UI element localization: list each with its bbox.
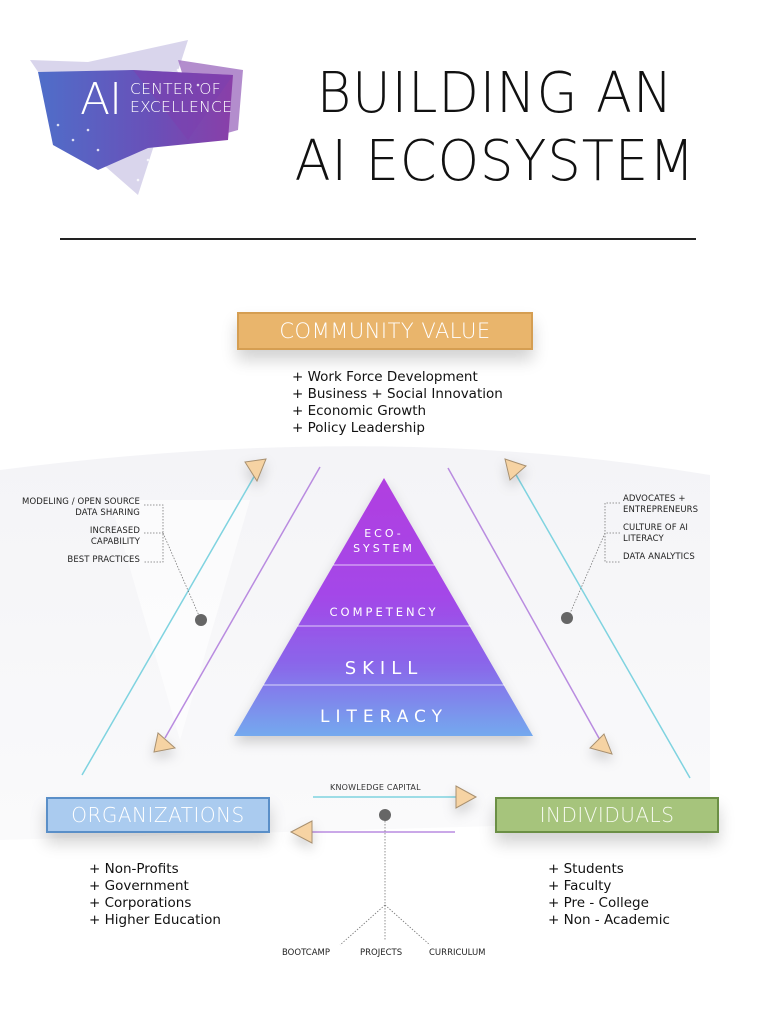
page-title: BUILDING AN AI ECOSYSTEM	[270, 60, 720, 196]
list-item: + Non - Academic	[548, 912, 670, 928]
arrow-left-icon	[289, 820, 313, 844]
level-ecosystem-line1: ECO-	[364, 527, 404, 540]
title-line1: BUILDING AN	[316, 61, 674, 126]
arrow-right-icon	[455, 785, 478, 809]
list-item: + Higher Education	[89, 912, 221, 928]
list-item: + Pre - College	[548, 895, 649, 911]
knowledge-capital-label: KNOWLEDGE CAPITAL	[330, 783, 421, 792]
logo-line1: CENTER OF	[130, 80, 221, 98]
title-line2: AI ECOSYSTEM	[294, 129, 696, 194]
logo-subtitle: CENTER OF EXCELLENCE	[130, 80, 232, 116]
note-data-analytics: DATA ANALYTICS	[623, 552, 695, 562]
right-dot-icon	[561, 612, 573, 624]
right-purple-line	[447, 467, 601, 741]
logo-ai: AI	[80, 74, 122, 125]
logo-shape-icon	[30, 40, 243, 195]
pyramid-level-ecosystem: ECO- SYSTEM	[234, 526, 534, 566]
left-purple-line	[164, 466, 321, 739]
list-item: + Economic Growth	[292, 403, 427, 419]
level-ecosystem-line2: SYSTEM	[353, 542, 415, 555]
list-item: + Policy Leadership	[292, 420, 425, 436]
list-item: + Corporations	[89, 895, 192, 911]
left-cyan-line	[81, 474, 256, 776]
list-item: + Faculty	[548, 878, 612, 894]
organizations-list: + Non-Profits + Government + Corporation…	[89, 861, 221, 929]
logo: AI CENTER OF EXCELLENCE	[28, 30, 248, 200]
pyramid-level-skill: SKILL	[234, 658, 534, 684]
list-item: + Non-Profits	[89, 861, 179, 877]
note-culture: CULTURE OF AI LITERACY	[623, 523, 689, 544]
pyramid	[234, 478, 533, 736]
note-modeling: MODELING / OPEN SOURCE DATA SHARING	[22, 497, 140, 518]
arrow-up-right-icon	[504, 458, 527, 481]
arrow-up-left-icon	[244, 458, 267, 483]
individuals-list: + Students + Faculty + Pre - College + N…	[548, 861, 670, 929]
pyramid-level-competency: COMPETENCY	[234, 605, 534, 623]
list-item: + Business + Social Innovation	[292, 386, 503, 402]
list-item: + Work Force Development	[292, 369, 478, 385]
note-best-practices: BEST PRACTICES	[67, 555, 140, 565]
title-divider	[60, 238, 696, 240]
level-skill-label: SKILL	[344, 658, 424, 679]
note-advocates: ADVOCATES + ENTREPRENEURS	[623, 494, 699, 515]
arrow-down-left-icon	[153, 732, 177, 753]
branch-curriculum: CURRICULUM	[429, 948, 486, 958]
right-notes: ADVOCATES + ENTREPRENEURS CULTURE OF AI …	[623, 494, 763, 570]
level-literacy-label: LITERACY	[319, 707, 449, 727]
list-item: + Students	[548, 861, 624, 877]
level-competency-label: COMPETENCY	[329, 605, 439, 619]
pyramid-level-literacy: LITERACY	[234, 707, 534, 733]
bottom-dot-icon	[379, 809, 391, 821]
community-value-box: COMMUNITY VALUE	[237, 312, 533, 350]
organizations-box: ORGANIZATIONS	[46, 797, 270, 833]
branch-projects: PROJECTS	[360, 948, 403, 958]
left-dot-icon	[195, 614, 207, 626]
branch-bootcamp: BOOTCAMP	[282, 948, 330, 958]
right-cyan-line	[514, 472, 691, 779]
left-notes: MODELING / OPEN SOURCE DATA SHARING INCR…	[10, 497, 140, 573]
arrow-down-right-icon	[589, 733, 613, 755]
note-capability: INCREASED CAPABILITY	[89, 526, 140, 547]
individuals-box: INDIVIDUALS	[495, 797, 719, 833]
list-item: + Government	[89, 878, 189, 894]
community-value-list: + Work Force Development + Business + So…	[292, 369, 503, 437]
logo-line2: EXCELLENCE	[130, 98, 233, 116]
